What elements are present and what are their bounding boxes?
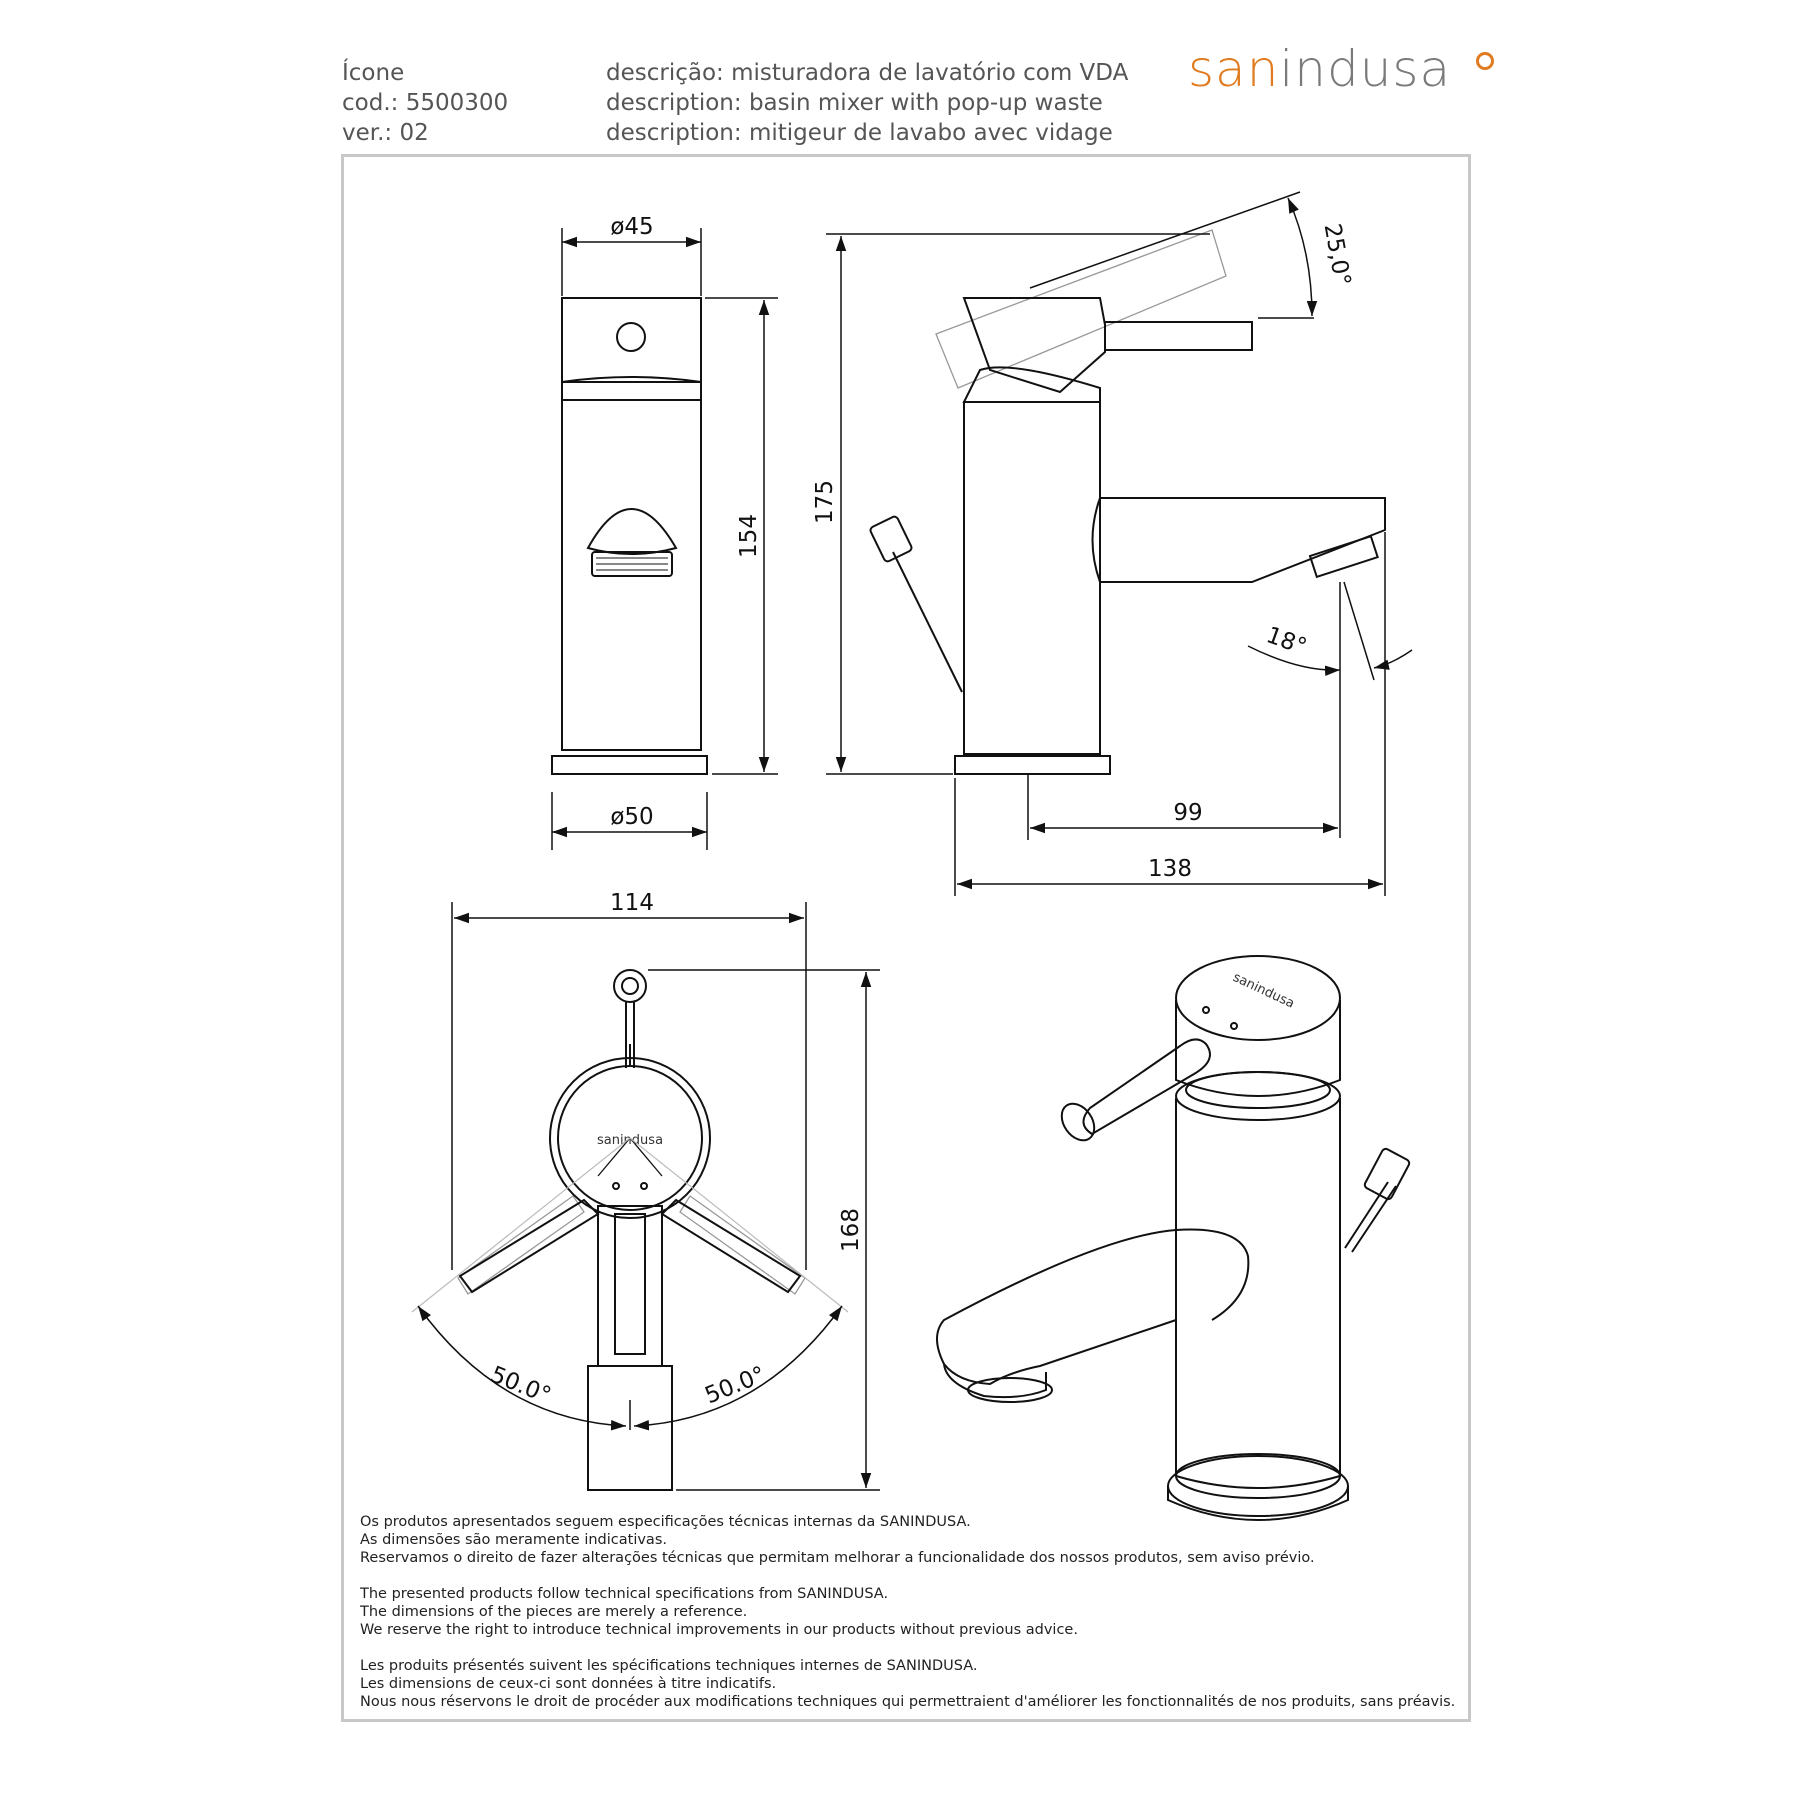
side-base — [954, 755, 1111, 775]
dimension-angle-50-left: 50.0° — [487, 1362, 555, 1410]
top-lever-center — [597, 1205, 663, 1367]
product-info: Ícone cod.: 5500300 ver.: 02 — [342, 58, 508, 148]
notes-portuguese: Os produtos apresentados seguem especifi… — [360, 1513, 1315, 1567]
perspective-brand-mark: sanindusa — [1230, 970, 1296, 1012]
logo-part-indusa: indusa — [1279, 40, 1452, 98]
side-view — [869, 229, 1386, 775]
dimension-width-99: 99 — [1173, 800, 1202, 826]
product-name: Ícone — [342, 60, 405, 86]
side-collar — [962, 366, 1101, 403]
logo-part-san: san — [1188, 40, 1280, 98]
perspective-cap — [1175, 1000, 1341, 1097]
perspective-body — [1175, 1098, 1341, 1489]
note-pt-1: Os produtos apresentados seguem especifi… — [360, 1514, 971, 1530]
logo-mark-icon — [1476, 52, 1494, 70]
aerator-icon — [591, 551, 673, 577]
front-view — [551, 297, 708, 775]
top-view — [457, 969, 806, 1491]
dimension-height-168: 168 — [838, 1208, 864, 1252]
description-en: description: basin mixer with pop-up was… — [606, 90, 1103, 116]
dimension-height-175: 175 — [812, 480, 838, 524]
top-lever-left-position — [458, 1198, 600, 1294]
top-view-brand-mark: sanindusa — [597, 1133, 663, 1148]
perspective-popup-knob — [1363, 1147, 1411, 1201]
note-fr-2: Les dimensions de ceux-ci sont données à… — [360, 1676, 777, 1692]
dimension-diameter-50: ø50 — [610, 804, 653, 830]
product-code: cod.: 5500300 — [342, 90, 509, 116]
perspective-popup-rod — [1344, 1181, 1389, 1249]
top-popup-knob — [613, 969, 647, 1003]
note-pt-3: Reservamos o direito de fazer alterações… — [360, 1550, 1315, 1566]
dimension-width-138: 138 — [1148, 856, 1192, 882]
top-view-dimensions — [411, 902, 880, 1491]
side-aerator — [1308, 534, 1379, 579]
top-lever-groove — [614, 1213, 646, 1355]
dimension-diameter-45: ø45 — [610, 214, 653, 240]
notes-english: The presented products follow technical … — [360, 1585, 1078, 1639]
note-en-1: The presented products follow technical … — [360, 1586, 889, 1602]
front-view-dimensions — [551, 228, 778, 850]
note-en-2: The dimensions of the pieces are merely … — [360, 1604, 748, 1620]
front-handle-hole — [616, 322, 646, 352]
drawing-frame — [341, 154, 1471, 1722]
side-ghost-lever — [935, 229, 1227, 389]
perspective-collar — [1185, 1071, 1331, 1109]
note-pt-2: As dimensões são meramente indicativas. — [360, 1532, 667, 1548]
notes-french: Les produits présentés suivent les spéci… — [360, 1657, 1455, 1711]
note-fr-3: Nous nous réservons le droit de procéder… — [360, 1694, 1456, 1710]
perspective-spout — [936, 1229, 1177, 1386]
note-fr-1: Les produits présentés suivent les spéci… — [360, 1658, 978, 1674]
perspective-view — [936, 955, 1411, 1521]
dimension-height-154: 154 — [736, 514, 762, 558]
dimension-angle-50-right: 50.0° — [701, 1362, 769, 1410]
front-aerator-housing — [586, 508, 678, 555]
front-handle-cap — [561, 297, 702, 383]
sanindusa-logo: sanindusa — [1188, 40, 1451, 98]
side-view-dimensions — [826, 191, 1413, 896]
dimension-angle-25: 25,0° — [1319, 222, 1355, 288]
front-base — [551, 755, 708, 775]
perspective-base — [1167, 1455, 1349, 1517]
side-lever-head — [962, 297, 1106, 394]
note-en-3: We reserve the right to introduce techni… — [360, 1622, 1078, 1638]
side-body — [963, 401, 1101, 755]
description-fr: description: mitigeur de lavabo avec vid… — [606, 120, 1113, 146]
perspective-cap-top — [1175, 955, 1341, 1041]
front-body — [561, 399, 702, 751]
perspective-lever — [1082, 1038, 1211, 1136]
popup-knob — [869, 515, 913, 563]
front-collar — [561, 376, 702, 401]
product-descriptions: descrição: misturadora de lavatório com … — [606, 58, 1128, 148]
side-lever-handle — [1104, 321, 1253, 351]
description-pt: descrição: misturadora de lavatório com … — [606, 60, 1129, 86]
dimension-width-114: 114 — [610, 890, 654, 916]
product-version: ver.: 02 — [342, 120, 429, 146]
side-spout — [1091, 497, 1386, 583]
dimension-angle-18: 18° — [1263, 622, 1310, 660]
popup-rod — [892, 551, 963, 693]
